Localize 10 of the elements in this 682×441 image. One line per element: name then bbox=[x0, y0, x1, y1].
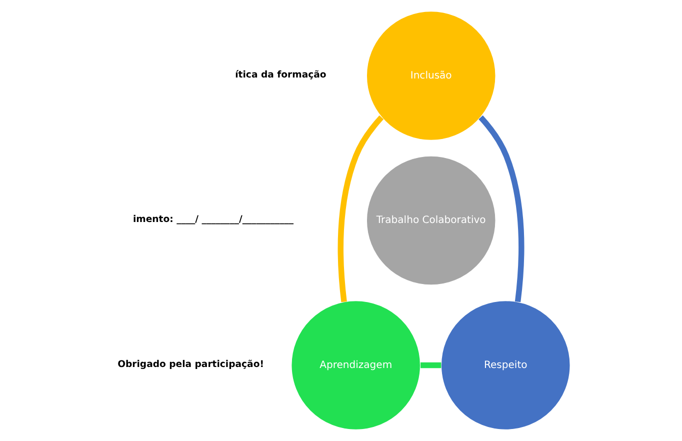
node-circle: Trabalho Colaborativo bbox=[366, 156, 496, 286]
label: ítica da formação bbox=[235, 69, 326, 80]
connector bbox=[420, 362, 442, 368]
connector bbox=[478, 115, 524, 302]
label: imento: ____/ ________/___________ bbox=[133, 214, 294, 226]
node-circle: Inclusão bbox=[366, 10, 496, 141]
label: Obrigado pela participação! bbox=[118, 358, 264, 370]
connector bbox=[338, 115, 384, 302]
node-circle: Respeito bbox=[440, 300, 570, 430]
node-circle: Aprendizagem bbox=[291, 300, 421, 430]
